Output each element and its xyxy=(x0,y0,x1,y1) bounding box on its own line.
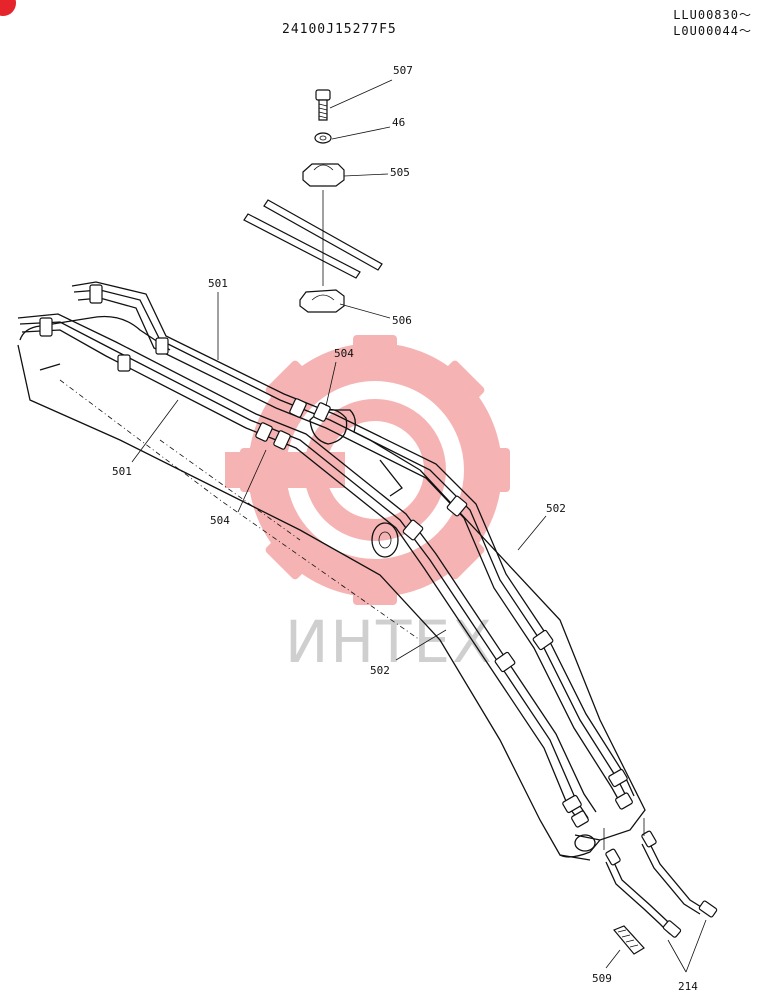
pipe-set-502-lower xyxy=(17,313,597,823)
clamp-506 xyxy=(299,289,345,313)
washer-46 xyxy=(314,132,332,144)
pipe-set-501-upper xyxy=(71,281,635,807)
hose-214-a xyxy=(605,848,682,938)
callout-214: 214 xyxy=(678,980,698,993)
callout-504-lower: 504 xyxy=(210,514,230,527)
serial-range-2: L0U00044～ xyxy=(673,24,752,38)
callout-502-lower: 502 xyxy=(370,664,390,677)
callout-506: 506 xyxy=(392,314,412,327)
callout-504-upper: 504 xyxy=(334,347,354,360)
callout-502-right: 502 xyxy=(546,502,566,515)
drawing-code: 24100J15277F5 xyxy=(282,22,397,37)
boom-structure xyxy=(17,315,646,861)
watermark-text: ИНТЕХ xyxy=(285,608,494,676)
callout-501-lower: 501 xyxy=(112,465,132,478)
callout-509: 509 xyxy=(592,972,612,985)
rubber-strip xyxy=(243,199,383,279)
corner-logo-mark xyxy=(0,0,16,16)
callout-505: 505 xyxy=(390,166,410,179)
callout-507: 507 xyxy=(393,64,413,77)
watermark-gear xyxy=(225,335,510,605)
hose-214-b xyxy=(641,830,718,918)
callout-501-upper: 501 xyxy=(208,277,228,290)
fitting-509 xyxy=(613,925,645,955)
callout-46: 46 xyxy=(392,116,406,129)
pipe-clamps xyxy=(39,284,633,828)
serial-range-1: LLU00830～ xyxy=(673,8,752,22)
bolt-507 xyxy=(315,89,331,121)
clamp-505 xyxy=(302,163,345,187)
